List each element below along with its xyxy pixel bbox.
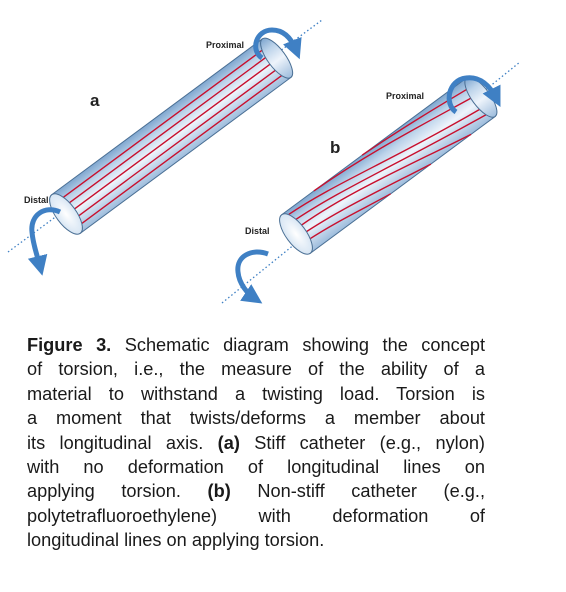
caption-line-5: its longitudinal axis. (a) Stiff cathete… — [27, 432, 485, 453]
caption-line-6: with no deformation of longitudinal line… — [27, 457, 485, 478]
caption-line-3: material to withstand a twisting load. T… — [27, 383, 485, 404]
longitudinal-lines-a — [59, 45, 288, 226]
caption-line-1: Figure 3. Schematic diagram showing the … — [27, 335, 486, 355]
distal-end-a — [49, 193, 83, 235]
panel-a: a Proximal Distal — [7, 19, 323, 276]
distal-label-a: Distal — [24, 195, 49, 205]
caption-line-9: longitudinal lines on applying torsion. — [27, 530, 325, 551]
rotation-arrow-proximal-b — [446, 75, 501, 115]
caption-line-8: polytetrafluoroethylene) with deformatio… — [27, 505, 485, 526]
distal-end-b — [279, 213, 313, 255]
panel-letter-b: b — [330, 138, 340, 157]
rotation-arrow-proximal-a — [253, 27, 302, 61]
panel-b: b Proximal Distal — [221, 61, 521, 304]
panel-letter-a: a — [90, 91, 100, 110]
figure-caption: Figure 3. Schematic diagram showing the … — [27, 333, 485, 553]
panel-b-marker: (b) — [207, 481, 231, 502]
longitudinal-lines-b — [288, 85, 492, 241]
caption-line-4: a moment that twists/deforms a member ab… — [27, 408, 485, 429]
catheter-b — [279, 76, 498, 255]
proximal-label-a: Proximal — [206, 40, 244, 50]
rotation-arrow-distal-a — [27, 207, 62, 276]
caption-line-7: applying torsion. (b) Non-stiff catheter… — [27, 481, 486, 502]
rotation-arrow-distal-b — [235, 249, 269, 304]
panel-a-marker: (a) — [217, 432, 240, 453]
figure-label: Figure 3. — [27, 335, 112, 355]
proximal-label-b: Proximal — [386, 91, 424, 101]
torsion-schematic-figure: a Proximal Distal b Proximal Distal — [7, 19, 521, 304]
distal-label-b: Distal — [245, 226, 270, 236]
catheter-a — [49, 37, 294, 235]
caption-line-2: of torsion, i.e., the measure of the abi… — [27, 359, 485, 380]
